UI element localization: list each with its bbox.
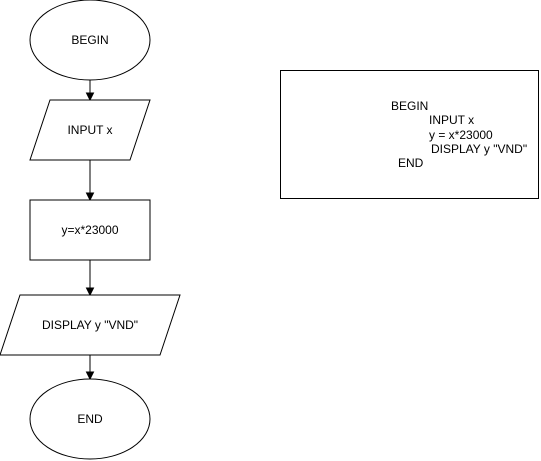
process-rectangle bbox=[29, 199, 151, 261]
arrowhead-process-display bbox=[85, 287, 95, 297]
end-label: END bbox=[77, 412, 103, 426]
pseudocode-box bbox=[280, 70, 539, 199]
input-label: INPUT x bbox=[67, 123, 112, 137]
input-parallelogram bbox=[29, 99, 151, 161]
arrowhead-input-process bbox=[85, 192, 95, 202]
display-parallelogram bbox=[0, 294, 181, 356]
arrowhead-begin-input bbox=[85, 92, 95, 102]
pseudocode-begin: BEGIN bbox=[391, 99, 429, 113]
pseudocode-assign: y = x*23000 bbox=[429, 128, 493, 142]
pseudocode-input: INPUT x bbox=[429, 113, 475, 127]
begin-label: BEGIN bbox=[71, 33, 108, 47]
process-label: y=x*23000 bbox=[61, 223, 118, 237]
pseudocode-display: DISPLAY y "VND" bbox=[431, 142, 528, 156]
pseudocode-end: END bbox=[398, 156, 424, 170]
end-terminator bbox=[29, 378, 151, 460]
arrowhead-display-end bbox=[85, 371, 95, 381]
display-label: DISPLAY y "VND" bbox=[42, 318, 138, 332]
